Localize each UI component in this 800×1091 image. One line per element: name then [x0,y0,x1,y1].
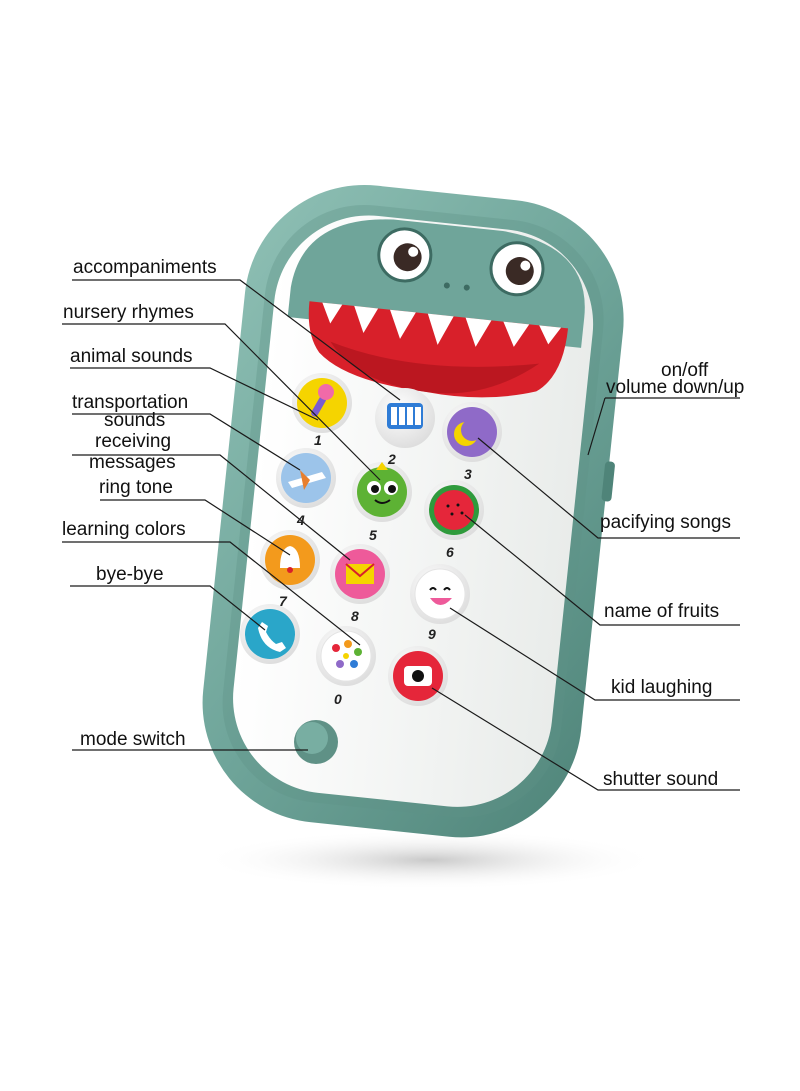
key-1-number: 1 [314,432,322,448]
dino-teeth [322,302,562,347]
key-9-number: 9 [428,626,436,642]
label-transportation-2: sounds [104,410,166,431]
label-volume: volume down/up [606,377,745,398]
label-transportation-1: transportation [72,392,189,413]
key-0-number: 0 [334,691,342,707]
label-learning-colors: learning colors [62,519,186,540]
label-ring-tone: ring tone [99,477,173,498]
label-bye-bye: bye-bye [96,564,164,585]
key-2-number: 2 [388,451,396,467]
key-7-number: 7 [279,593,287,609]
label-pacifying-songs: pacifying songs [600,512,731,533]
phone-shell [202,184,624,838]
key-4-number: 4 [297,512,305,528]
callout-lines [62,279,740,791]
label-receiving-1: receiving [95,431,172,452]
label-name-of-fruits: name of fruits [604,601,720,622]
key-3-number: 3 [464,466,472,482]
keypad [240,373,502,764]
label-animal-sounds: animal sounds [70,346,193,367]
dino-eyes [377,227,545,297]
label-receiving-2: messages [89,452,176,473]
label-accompaniments: accompaniments [73,257,217,278]
floor-shadow [200,830,660,890]
key-8-number: 8 [351,608,359,624]
label-nursery-rhymes: nursery rhymes [63,302,194,323]
label-mode-switch: mode switch [80,729,186,750]
label-kid-laughing: kid laughing [611,677,713,698]
label-on-off: on/off [661,360,709,381]
key-6-number: 6 [446,544,454,560]
key-5-number: 5 [369,527,377,543]
label-shutter-sound: shutter sound [603,769,719,790]
